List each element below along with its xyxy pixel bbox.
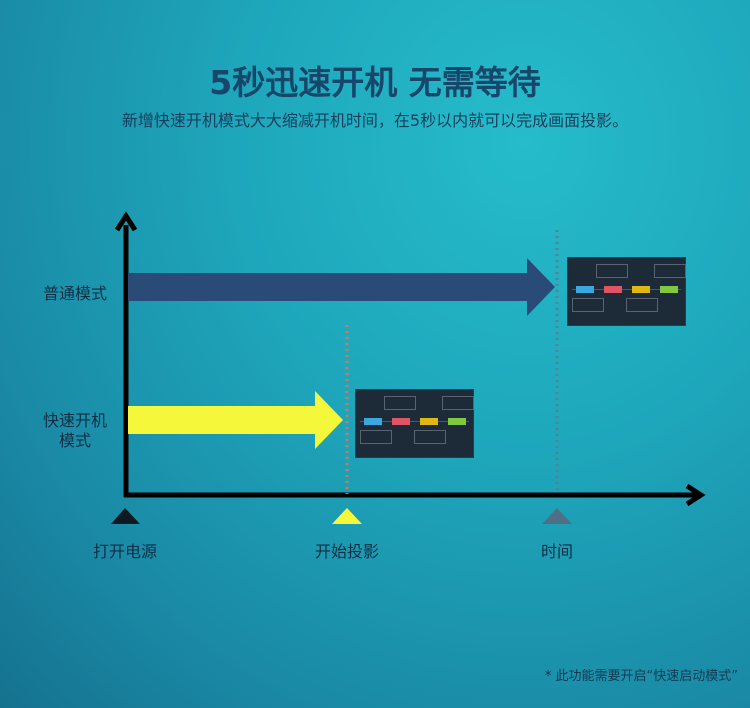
footnote: * 此功能需要开启“快速启动模式”	[544, 669, 738, 684]
subtitle: 新增快速开机模式大大缩减开机时间，在5秒以内就可以完成画面投影。	[121, 111, 629, 130]
projection-start-marker	[332, 508, 362, 524]
axis-label-power-on: 打开电源	[92, 542, 157, 561]
power-on-marker	[111, 508, 140, 524]
x-axis-arrowhead	[685, 483, 706, 507]
projection-thumbnail-normal	[567, 257, 686, 326]
projection-thumbnail-fast	[355, 389, 474, 458]
fast-mode-arrow	[128, 391, 343, 449]
page-title: 5秒迅速开机 无需等待	[209, 63, 541, 102]
row-label-normal: 普通模式	[42, 284, 107, 303]
axis-label-time: 时间	[540, 542, 573, 561]
normal-mode-arrow	[128, 258, 555, 316]
row-label-fast: 快速开机 模式	[42, 411, 107, 450]
axis-label-projection-start: 开始投影	[314, 542, 379, 561]
time-marker	[542, 508, 572, 524]
y-axis-arrowhead	[114, 211, 138, 232]
